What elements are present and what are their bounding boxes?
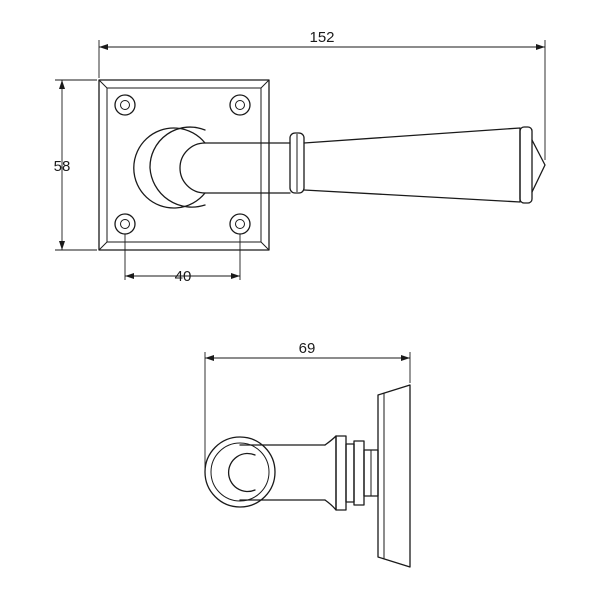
screw-hole-top-right xyxy=(229,94,251,116)
dimension-rose-height: 58 xyxy=(54,79,97,251)
handle-boss-side xyxy=(204,436,276,508)
screw-hole-top-left xyxy=(114,94,136,116)
handle-shank-side xyxy=(239,435,379,511)
lever-handle xyxy=(133,126,546,209)
rose-plate-side xyxy=(377,384,411,568)
dimension-hole-spacing: 40 xyxy=(124,234,241,285)
side-view: 69 xyxy=(204,340,411,568)
dimension-label-69: 69 xyxy=(299,340,316,357)
dimension-side-projection: 69 xyxy=(204,340,411,470)
dimension-label-58: 58 xyxy=(54,158,71,175)
dimension-overall-length: 152 xyxy=(98,29,546,160)
square-rose xyxy=(98,79,270,251)
dimension-label-40: 40 xyxy=(175,268,192,285)
front-view: 152 58 40 xyxy=(54,29,546,285)
screw-hole-bottom-right xyxy=(229,213,251,235)
screw-hole-bottom-left xyxy=(114,213,136,235)
dimension-label-152: 152 xyxy=(309,29,334,46)
